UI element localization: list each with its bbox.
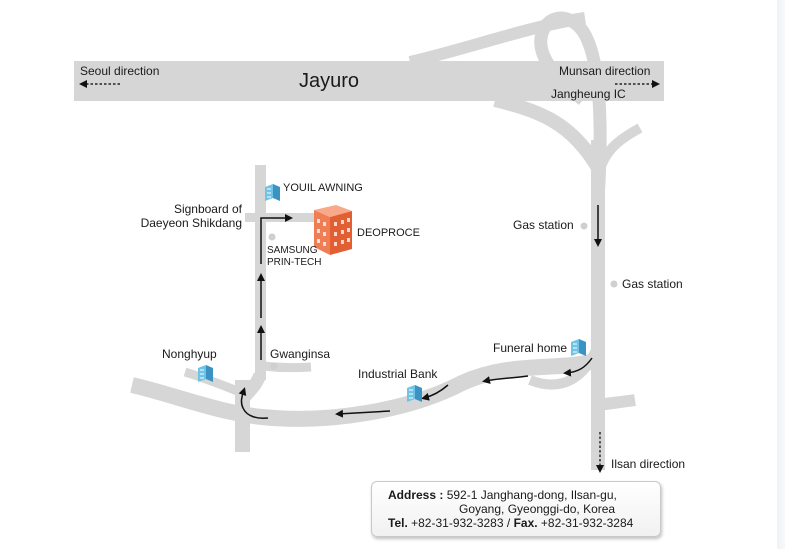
samsung-dot [268,233,276,241]
fax-number: +82-31-932-3284 [540,516,634,530]
samsung-label-line2: PRIN-TECH [267,257,322,268]
address-separator: : [436,488,447,502]
route-arrow-9 [260,214,293,264]
right-spur [597,394,636,411]
gas-station-label-2: Gas station [622,277,683,291]
left-junction [236,372,267,405]
industrial-bank-building-icon [407,385,422,402]
route-arrow-2 [563,357,593,377]
ilsan-direction-label: Ilsan direction [611,457,686,471]
interchange-ramp-south [493,93,605,172]
youil-building-icon [265,184,280,201]
munsan-direction-label: Munsan direction [559,64,651,78]
gwanginsa-branch [261,361,312,373]
nonghyup-branch [183,367,242,397]
gas-station-dot-1 [580,222,588,230]
address-line2: Goyang, Gyeonggi-do, Korea [459,502,616,516]
nonghyup-label: Nonghyup [162,347,217,361]
ilsan-road [591,140,605,470]
address-label: Address [388,488,437,502]
page-edge-strip [777,0,785,549]
signboard-label-line1: Signboard of [173,202,242,216]
signboard-label-line2: Daeyeon Shikdang [140,216,242,230]
contact-slash: / [503,516,514,530]
gas-station-dot-2 [610,280,618,288]
route-arrow-6 [238,387,269,419]
deoproce-label: DEOPROCE [357,227,420,239]
fax-label: Fax. [513,516,538,530]
address-street: 592-1 Janghang-dong, Ilsan-gu, [446,488,617,502]
left-vertical-road [255,165,266,380]
tel-label: Tel. [388,516,408,530]
funeral-home-building-icon [571,339,586,356]
deoproce-building-icon [314,205,352,255]
route-arrow-3 [482,375,529,384]
industrial-bank-label: Industrial Bank [358,367,438,381]
route-arrow-5 [335,409,391,418]
samsung-label-line1: SAMSUNG [267,245,318,256]
youil-awning-label: YOUIL AWNING [283,182,363,194]
contact-line: Tel. +82-31-932-3283 / Fax. +82-31-932-3… [388,516,633,530]
interchange-ramp-west [408,12,586,68]
jayuro-label: Jayuro [299,70,360,92]
gwanginsa-dot [270,362,278,370]
gwanginsa-label: Gwanginsa [270,347,331,361]
nonghyup-building-icon [198,365,213,382]
route-arrow-4 [421,384,449,401]
jangheung-ic-label: Jangheung IC [551,87,626,101]
address-line1: Address : 592-1 Janghang-dong, Ilsan-gu, [388,488,617,502]
funeral-home-label: Funeral home [493,341,568,355]
tel-number: +82-31-932-3283 [411,516,504,530]
gas-station-label-1: Gas station [513,218,574,232]
address-box: Address : 592-1 Janghang-dong, Ilsan-gu,… [371,481,661,537]
seoul-direction-label: Seoul direction [80,64,160,78]
